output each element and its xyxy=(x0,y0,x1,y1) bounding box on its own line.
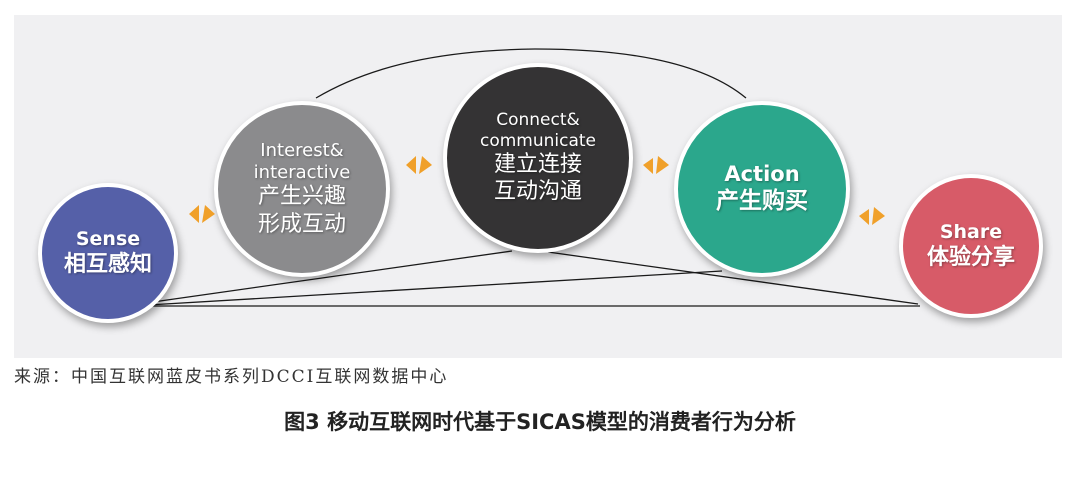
node-interest: Interest& interactive 产生兴趣 形成互动 xyxy=(214,101,390,277)
node-connect-en-1: Connect& xyxy=(496,110,580,131)
bidirectional-arrow-icon xyxy=(189,205,215,223)
node-action: Action 产生购买 xyxy=(674,101,850,277)
node-share: Share 体验分享 xyxy=(899,174,1043,318)
bidirectional-arrow-icon xyxy=(643,156,669,174)
bidirectional-arrow-icon xyxy=(859,207,885,225)
node-connect: Connect& communicate 建立连接 互动沟通 xyxy=(443,63,633,253)
node-connect-zh-1: 建立连接 xyxy=(493,151,582,177)
link-interest-action xyxy=(315,48,747,99)
node-sense-zh: 相互感知 xyxy=(63,251,152,277)
node-interest-zh-2: 形成互动 xyxy=(257,211,346,237)
link-sense-connect xyxy=(145,250,513,304)
node-action-en: Action xyxy=(724,162,800,187)
node-sense: Sense 相互感知 xyxy=(38,183,178,323)
figure-caption: 图3 移动互联网时代基于SICAS模型的消费者行为分析 xyxy=(284,410,796,434)
node-share-zh: 体验分享 xyxy=(926,244,1015,270)
node-share-en: Share xyxy=(939,220,1003,243)
node-interest-zh-1: 产生兴趣 xyxy=(257,184,346,210)
node-connect-zh-2: 互动沟通 xyxy=(493,179,582,205)
node-interest-en-1: Interest& xyxy=(260,139,344,161)
node-sense-en: Sense xyxy=(75,227,141,250)
link-connect-share xyxy=(547,251,919,305)
source-note: 来源：中国互联网蓝皮书系列DCCI互联网数据中心 xyxy=(14,367,449,387)
node-action-zh: 产生购买 xyxy=(716,188,808,215)
link-sense-action xyxy=(147,270,723,306)
bidirectional-arrow-icon xyxy=(406,156,432,174)
node-interest-en-2: interactive xyxy=(253,161,351,183)
node-connect-en-2: communicate xyxy=(479,130,597,151)
